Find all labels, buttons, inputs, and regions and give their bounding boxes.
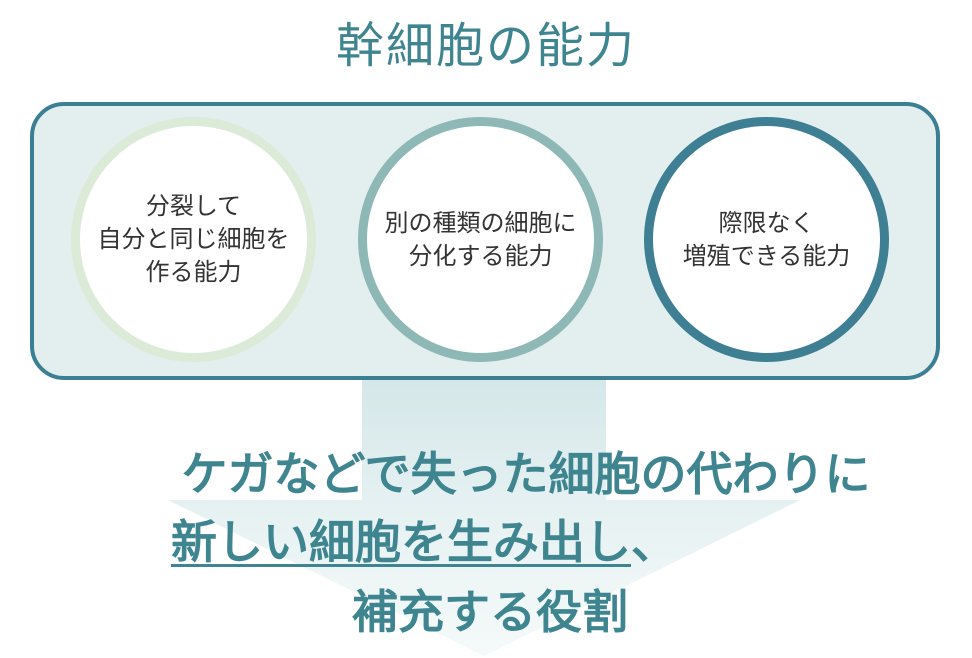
message-line-3: 補充する役割 xyxy=(352,585,628,639)
message-line-2: 新しい細胞を生み出し、 xyxy=(0,514,910,570)
ability-label: 際限なく 増殖できる能力 xyxy=(682,208,851,270)
ability-circle-proliferation: 際限なく 増殖できる能力 xyxy=(644,117,889,362)
message-line-1: ケガなどで失った細胞の代わりに xyxy=(181,447,871,501)
ability-circle-differentiation: 別の種類の細胞に 分化する能力 xyxy=(358,117,603,362)
ability-label: 別の種類の細胞に 分化する能力 xyxy=(384,208,577,270)
ability-circle-self-renewal: 分裂して 自分と同じ細胞を 作る能力 xyxy=(71,117,316,362)
page-title: 幹細胞の能力 xyxy=(335,18,636,74)
message-line-2-tail: 、 xyxy=(631,515,677,569)
ability-label: 分裂して 自分と同じ細胞を 作る能力 xyxy=(97,192,290,286)
message-line-2-underlined: 新しい細胞を生み出し xyxy=(171,515,631,569)
